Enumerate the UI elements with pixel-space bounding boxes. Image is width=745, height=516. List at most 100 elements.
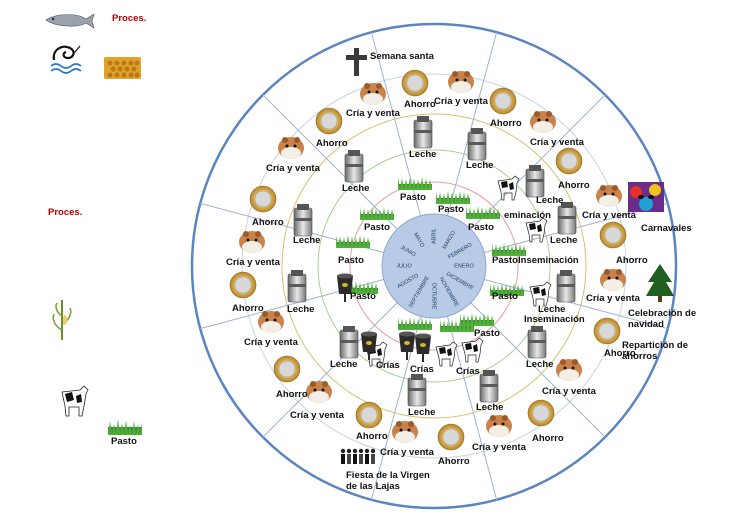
leche-label: Leche <box>550 235 577 246</box>
crias-label: Crías <box>456 366 480 377</box>
month-label-enero: ENERO <box>454 263 474 269</box>
grass-icon <box>436 191 470 204</box>
grass-icon <box>466 206 500 219</box>
ring-green <box>317 149 551 383</box>
milk-can-icon <box>467 128 487 161</box>
milk-can-icon <box>527 326 547 359</box>
leche-label: Leche <box>293 235 320 246</box>
outer-circle <box>190 22 678 510</box>
cria-venta-label: Cría y venta <box>266 163 321 174</box>
month-label-julio: JULIO <box>396 263 412 269</box>
leche-label: Leche <box>342 183 369 194</box>
people-group-icon <box>340 448 376 464</box>
cria-venta-label: Cría y venta <box>542 386 597 397</box>
guinea-pig-icon <box>306 381 332 403</box>
fisherman-logo-icon <box>50 45 82 74</box>
coin-icon <box>401 69 429 97</box>
spoke-line <box>470 94 606 230</box>
leche-label: Leche <box>476 402 503 413</box>
coin-icon <box>555 147 583 175</box>
cria-venta-label: Cría y venta <box>346 108 401 119</box>
grass-icon <box>398 177 432 190</box>
grass-icon <box>344 281 378 294</box>
cria-venta-label: Cría y venta <box>380 447 435 458</box>
milk-can-icon <box>557 202 577 235</box>
pasto-label: Pasto <box>468 222 494 233</box>
legend-proces-top: Proces. <box>112 13 146 24</box>
guinea-pig-icon <box>448 71 474 93</box>
cria-venta-label: Cría y venta <box>434 96 489 107</box>
leche-label: Leche <box>466 160 493 171</box>
ahorro-label: Ahorro <box>438 456 470 467</box>
cow-icon <box>61 385 89 417</box>
leche-label: Leche <box>408 407 435 418</box>
cria-venta-label: Cría y venta <box>472 442 527 453</box>
ring-grey <box>241 73 627 459</box>
guinea-pig-icon <box>258 311 284 333</box>
icon-layer <box>229 48 674 464</box>
pasto-label: Pasto <box>338 255 364 266</box>
legend-pasto-label: Pasto <box>111 436 137 447</box>
grass-icon <box>460 313 494 326</box>
leche-label: Leche <box>536 195 563 206</box>
center-disc <box>381 213 487 319</box>
ring-gold <box>281 113 587 419</box>
inseminacion-label: Inseminación <box>518 255 579 266</box>
cow-icon <box>525 217 548 243</box>
ahorro-label: Ahorro <box>252 217 284 228</box>
ahorro-label: Ahorro <box>604 348 636 359</box>
cross-icon <box>346 48 367 76</box>
feeder-bucket-icon <box>361 331 377 360</box>
inseminacion-label: Inseminación <box>524 314 585 325</box>
guinea-pig-icon <box>600 269 626 291</box>
pasto-label: Pasto <box>492 291 518 302</box>
milk-can-icon <box>293 204 313 237</box>
grass-icon <box>398 317 432 330</box>
guinea-pig-icon <box>530 111 556 133</box>
pasto-label: Pasto <box>474 328 500 339</box>
coin-icon <box>273 355 301 383</box>
guinea-pig-icon <box>239 231 265 253</box>
milk-can-icon <box>556 270 576 303</box>
milk-can-icon <box>479 370 499 403</box>
feeder-bucket-icon <box>415 333 431 362</box>
cow-icon <box>461 337 484 363</box>
ahorro-label: Ahorro <box>616 255 648 266</box>
grass-icon <box>336 235 370 248</box>
milk-can-icon <box>287 270 307 303</box>
pasto-label: Pasto <box>364 222 390 233</box>
cria-venta-label: Cría y venta <box>244 337 299 348</box>
grass-icon <box>108 419 142 435</box>
honeycomb-icon <box>104 57 141 79</box>
semana-santa-label: Semana santa <box>370 51 435 62</box>
spoke-line <box>446 32 498 216</box>
ahorro-label: Ahorro <box>276 389 308 400</box>
coin-icon <box>489 87 517 115</box>
guinea-pig-icon <box>360 83 386 105</box>
milk-can-icon <box>413 116 433 149</box>
cria-venta-label: Cría y venta <box>582 210 637 221</box>
month-label-abril: ABRIL <box>431 228 437 244</box>
cria-venta-label: Cría y venta <box>290 410 345 421</box>
ahorro-label: Ahorro <box>532 433 564 444</box>
cria-venta-label: Cría y venta <box>530 137 585 148</box>
pasto-label: Pasto <box>400 192 426 203</box>
milk-can-icon <box>344 150 364 183</box>
guinea-pig-icon <box>278 137 304 159</box>
guinea-pig-icon <box>556 359 582 381</box>
pasto-label: Pasto <box>492 255 518 266</box>
maize-plant-icon <box>52 300 72 340</box>
fish-icon <box>45 13 95 29</box>
spoke-line <box>262 94 398 230</box>
spoke-line <box>200 278 384 330</box>
carnavales-label: Carnavales <box>641 223 692 234</box>
grass-icon <box>490 283 524 296</box>
ahorro-label: Ahorro <box>404 99 436 110</box>
leche-label: Leche <box>287 304 314 315</box>
ahorro-label: Ahorro <box>558 180 590 191</box>
